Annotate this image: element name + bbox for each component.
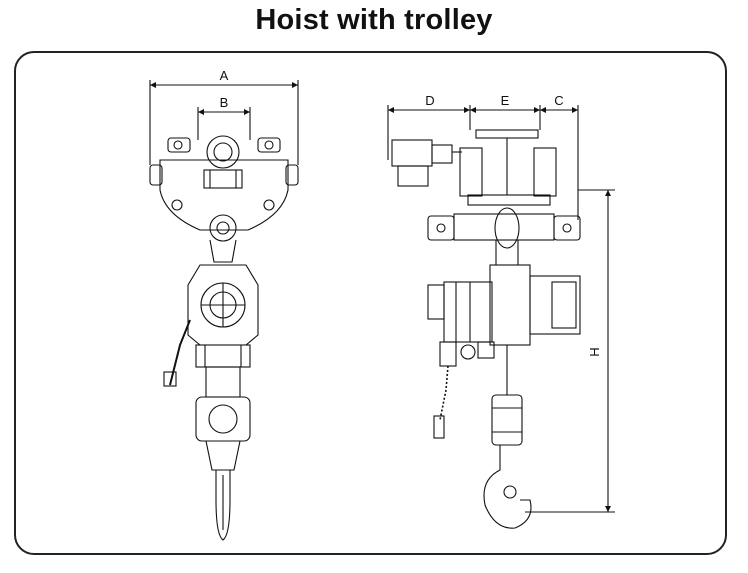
- dimension-label-e: E: [501, 93, 510, 108]
- dimension-label-a: A: [220, 68, 229, 83]
- page-title: Hoist with trolley: [255, 4, 493, 36]
- dimension-label-c: C: [554, 93, 563, 108]
- side-view: [387, 105, 615, 529]
- front-view: [149, 80, 299, 541]
- dimension-label-h: H: [587, 347, 602, 356]
- dimension-label-d: D: [425, 93, 434, 108]
- dimension-label-b: B: [220, 95, 229, 110]
- drawing-frame: [14, 51, 727, 555]
